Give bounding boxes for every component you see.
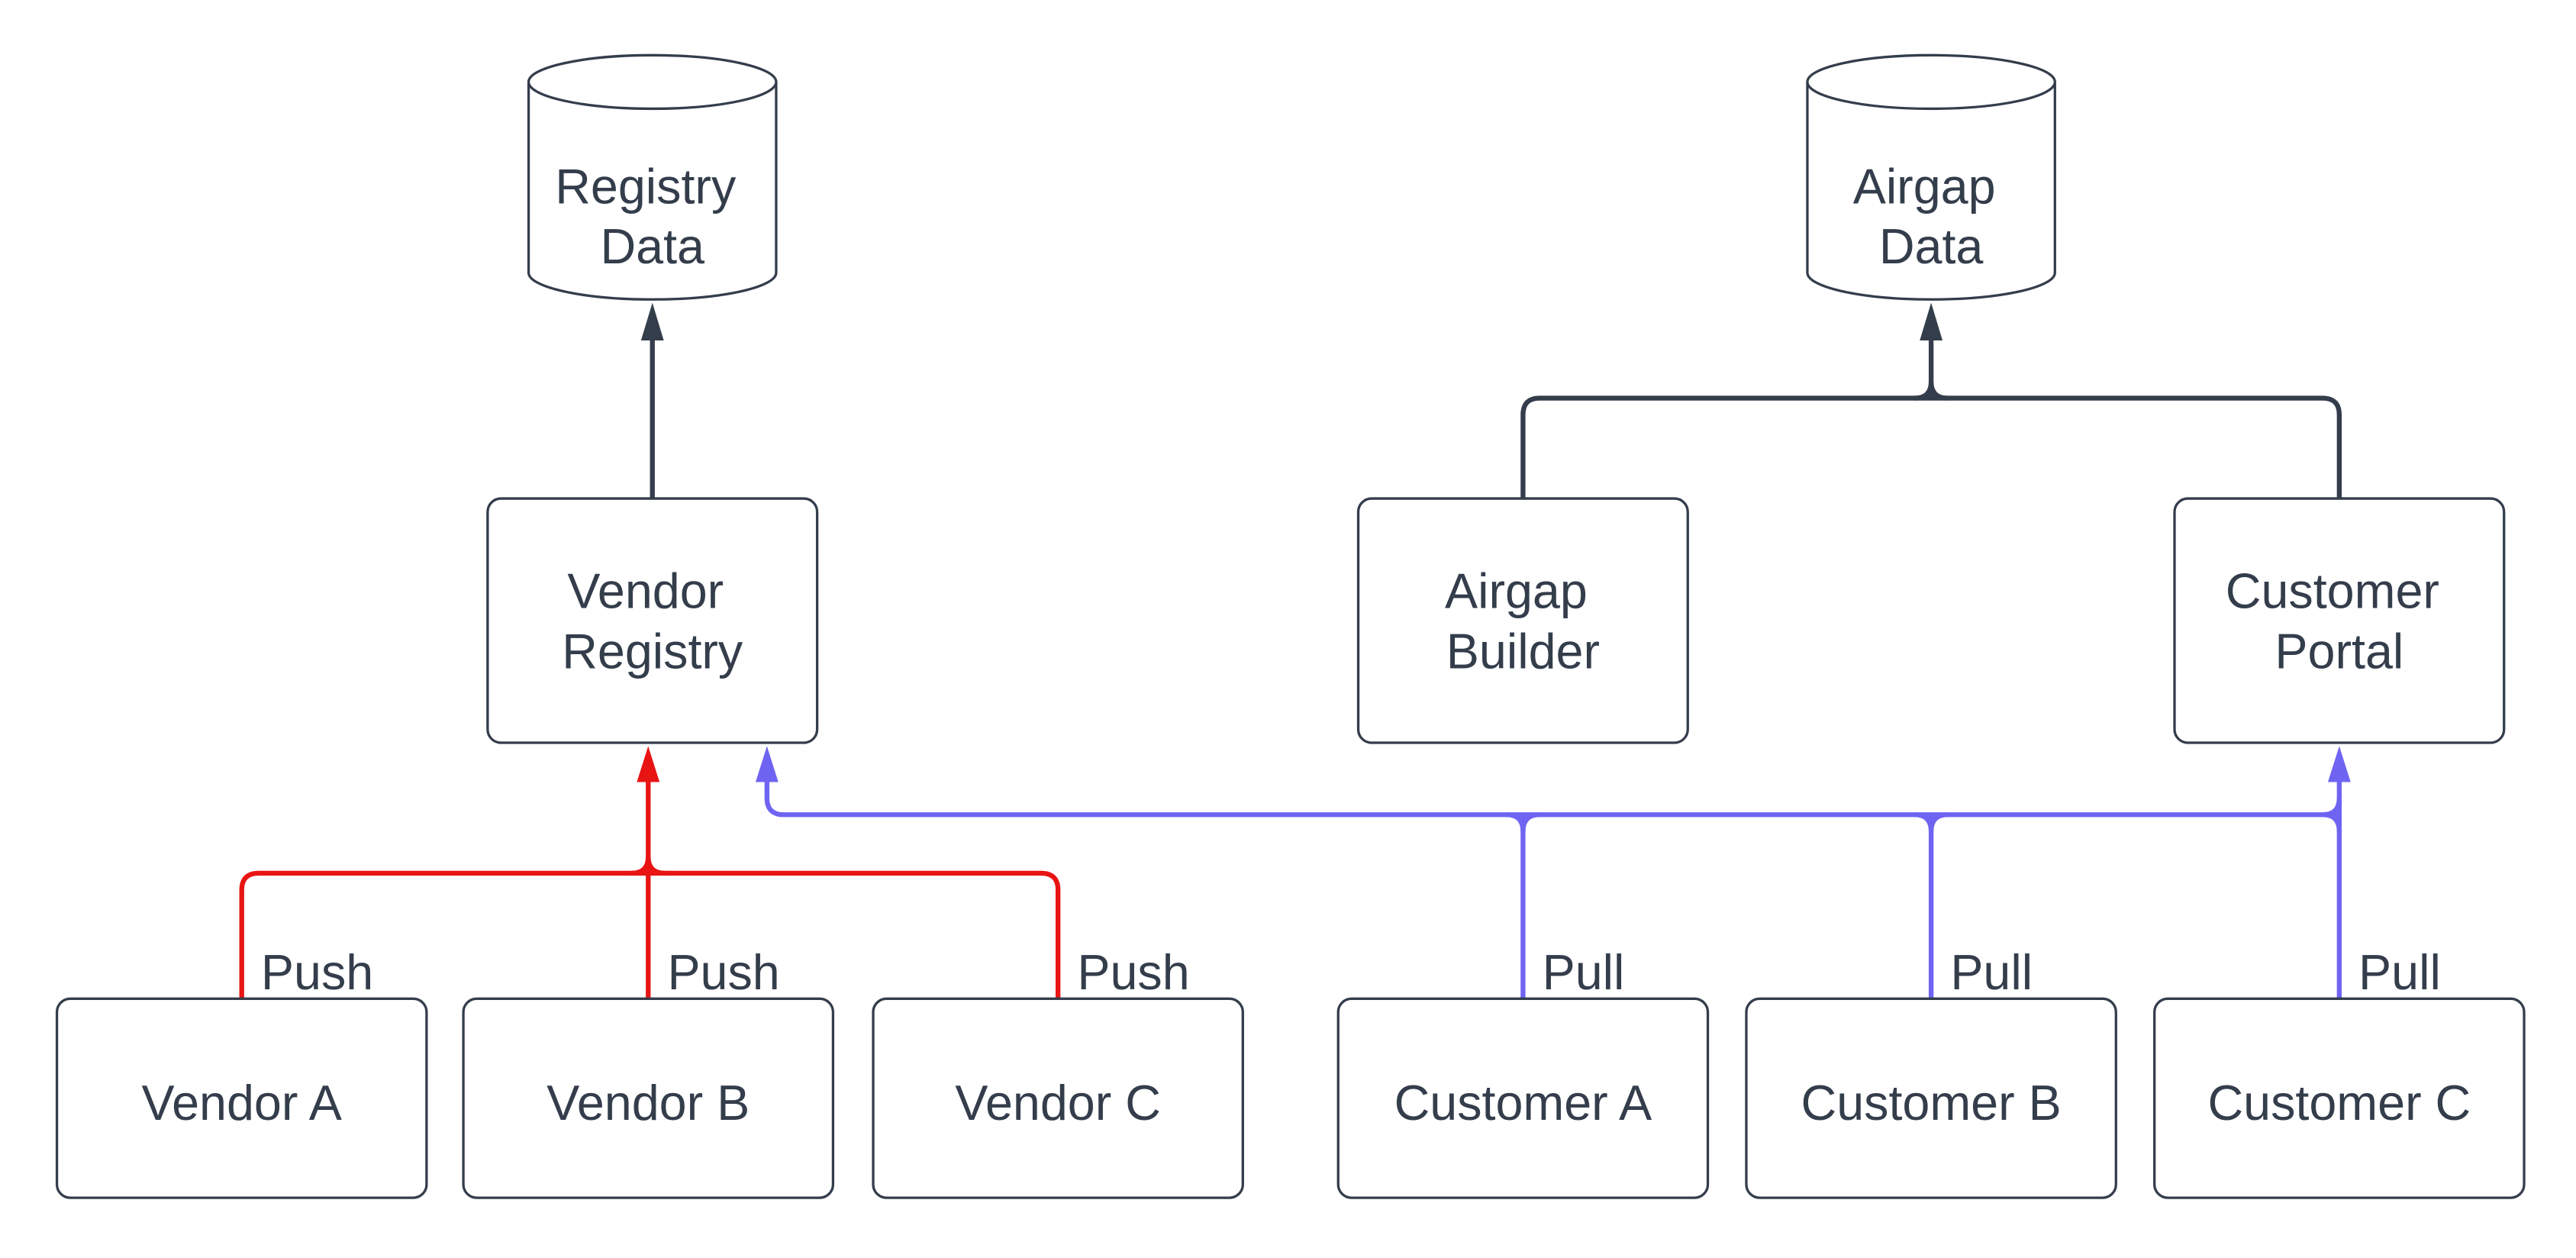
- arrowhead-vendor-registry-icon: [637, 746, 660, 782]
- junction-fillet-pull-b: [1914, 812, 1949, 832]
- junction-fillet-pull-a: [1506, 812, 1540, 832]
- push-label-vendor-b: Push: [667, 944, 779, 1000]
- edge-pull-trunk: [764, 779, 2339, 818]
- customer-c-label: Customer C: [2207, 1075, 2471, 1131]
- node-vendor-c: Vendor C: [872, 997, 1244, 1199]
- node-vendor-registry: Vendor Registry: [486, 497, 819, 744]
- push-label-vendor-c: Push: [1077, 944, 1189, 1000]
- node-airgap-builder: Airgap Builder: [1356, 497, 1689, 744]
- edges-pull: [755, 746, 2351, 999]
- customer-portal-label: Customer Portal: [2226, 563, 2453, 679]
- arrowhead-registry-data-icon: [640, 302, 664, 340]
- airgap-data-cylinder-top: [1806, 53, 2056, 111]
- junction-fillet-push: [631, 856, 666, 876]
- arrowhead-pull-vendor-registry-icon: [755, 746, 779, 782]
- vendor-c-label: Vendor C: [955, 1075, 1160, 1131]
- pull-label-customer-c: Pull: [2358, 944, 2441, 1000]
- vendor-b-label: Vendor B: [546, 1075, 750, 1131]
- edges-push: [239, 746, 1061, 999]
- airgap-builder-box: [1356, 497, 1689, 744]
- node-vendor-a: Vendor A: [55, 997, 428, 1199]
- node-airgap-data: Airgap Data: [1806, 53, 2056, 301]
- pull-label-customer-a: Pull: [1543, 944, 1625, 1000]
- arrowhead-customer-portal-icon: [2327, 746, 2351, 782]
- node-customer-c: Customer C: [2153, 997, 2526, 1199]
- registry-data-cylinder: [527, 82, 778, 301]
- node-customer-portal: Customer Portal: [2173, 497, 2506, 744]
- customer-b-box: [1745, 997, 2117, 1199]
- airgap-data-label: Airgap Data: [1853, 158, 2010, 274]
- pull-label-customer-b: Pull: [1950, 944, 2033, 1000]
- vendor-a-box: [55, 997, 428, 1199]
- customer-c-box: [2153, 997, 2526, 1199]
- customer-a-label: Customer A: [1394, 1075, 1652, 1131]
- junction-fillet-airgap: [1914, 381, 1949, 401]
- customer-a-box: [1336, 997, 1710, 1199]
- junction-fillet-pull-c: [2322, 798, 2342, 832]
- registry-data-cylinder-top: [527, 53, 778, 111]
- airgap-builder-label: Airgap Builder: [1445, 563, 1601, 679]
- edge-labels: Push Push Push Pull Pull Pull: [261, 944, 2441, 1000]
- customer-portal-box: [2173, 497, 2506, 744]
- edge-airgap-builder-portal-trunk: [1520, 395, 2342, 499]
- customer-b-label: Customer B: [1801, 1075, 2062, 1131]
- vendor-registry-box: [486, 497, 819, 744]
- node-customer-b: Customer B: [1745, 997, 2117, 1199]
- registry-data-label: Registry Data: [555, 158, 750, 274]
- vendor-b-box: [462, 997, 835, 1199]
- vendor-c-box: [872, 997, 1244, 1199]
- arrowhead-airgap-data-icon: [1920, 302, 1943, 340]
- edges-dark: [640, 302, 2342, 499]
- node-vendor-b: Vendor B: [462, 997, 835, 1199]
- node-registry-data: Registry Data: [527, 53, 778, 301]
- node-customer-a: Customer A: [1336, 997, 1710, 1199]
- push-label-vendor-a: Push: [261, 944, 373, 1000]
- vendor-a-label: Vendor A: [142, 1075, 342, 1131]
- airgap-data-cylinder: [1806, 82, 2056, 301]
- vendor-registry-label: Vendor Registry: [562, 563, 743, 679]
